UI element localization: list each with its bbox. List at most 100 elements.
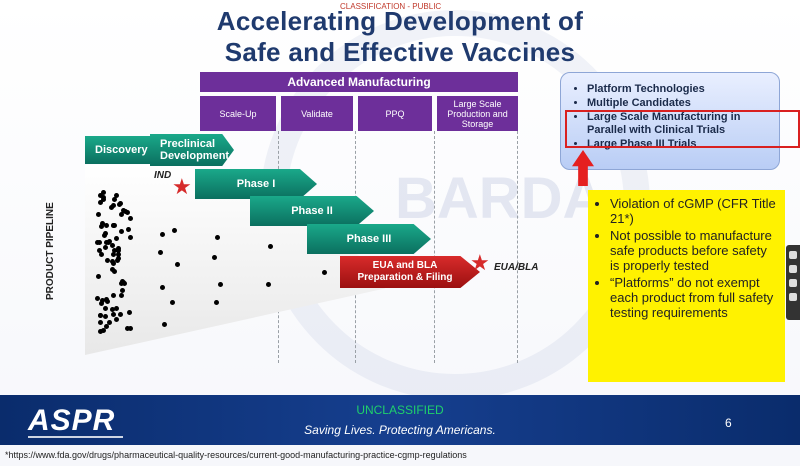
classification-label: CLASSIFICATION - PUBLIC [340, 2, 442, 11]
divider-line [434, 131, 435, 363]
toolbar-icon[interactable] [789, 279, 797, 287]
star-icon: ★ [172, 174, 192, 199]
candidate-dot [218, 282, 223, 287]
candidate-dot [110, 293, 116, 299]
candidate-dot [114, 258, 120, 264]
step-large-scale-production: Large Scale Production and Storage [437, 96, 518, 131]
candidate-dot [158, 250, 163, 255]
candidate-dot [111, 248, 117, 254]
candidate-dot [110, 202, 116, 208]
candidate-dot [102, 245, 108, 251]
candidate-dot [114, 236, 120, 242]
candidate-dot [97, 313, 103, 319]
candidate-dot [122, 209, 128, 215]
step-ppq: PPQ [358, 96, 432, 131]
candidate-dot [128, 216, 134, 222]
candidate-dot [116, 246, 122, 252]
divider-line [517, 131, 518, 363]
stage-preclinical: Preclinical Development [150, 134, 234, 166]
candidate-dot [110, 312, 116, 318]
candidate-dot [104, 323, 110, 329]
candidate-dot [119, 293, 124, 299]
candidate-dot [104, 297, 110, 303]
candidate-dot [104, 223, 110, 229]
candidate-dot [99, 221, 105, 227]
candidate-dot [119, 287, 125, 293]
toolbar-icon[interactable] [789, 251, 797, 259]
star-icon: ★ [470, 250, 490, 275]
candidate-dot [175, 262, 180, 267]
slide-title-line1: Accelerating Development of [216, 6, 584, 36]
candidate-dot [126, 227, 132, 233]
candidate-dot [127, 310, 133, 316]
candidate-dot [114, 193, 120, 199]
slide-title-line2: Safe and Effective Vaccines [224, 37, 576, 67]
footnote: *https://www.fda.gov/drugs/pharmaceutica… [5, 450, 467, 460]
candidate-dot [99, 301, 105, 307]
candidate-dot [99, 252, 105, 258]
footer-bar [0, 395, 800, 445]
step-validate: Validate [281, 96, 353, 131]
candidate-dot [214, 300, 219, 305]
stage-phase-3: Phase III [307, 224, 431, 254]
logo-stripe [28, 436, 123, 438]
concern-item: Not possible to manufacture safe product… [610, 228, 779, 273]
candidate-dot [101, 232, 107, 238]
toolbar-icon[interactable] [789, 265, 797, 273]
step-scale-up: Scale-Up [200, 96, 276, 131]
candidate-dot [97, 239, 103, 245]
candidate-dot [113, 306, 119, 312]
approach-item: Large Scale Manufacturing in Parallel wi… [587, 111, 779, 137]
candidate-dot [120, 279, 126, 285]
ind-label: IND [154, 170, 172, 181]
candidate-dot [109, 205, 115, 211]
candidate-dot [111, 223, 117, 229]
candidate-dot [212, 255, 217, 260]
candidate-dot [160, 285, 165, 290]
candidate-dot [110, 307, 116, 313]
candidate-dot [104, 299, 110, 305]
candidate-dot [100, 327, 106, 333]
concern-item: Violation of cGMP (CFR Title 21*) [610, 196, 779, 226]
candidate-dot [322, 270, 327, 275]
candidate-dot [118, 229, 124, 235]
candidate-dot [113, 316, 119, 322]
candidate-dot [125, 325, 131, 331]
candidate-dot [170, 300, 175, 305]
page-number: 6 [725, 416, 732, 430]
candidate-dot [110, 251, 116, 257]
candidate-dot [112, 268, 118, 274]
candidate-dot [127, 325, 133, 331]
candidate-dot [95, 211, 101, 217]
watermark-text: BARDA [395, 166, 605, 231]
approach-box: Platform Technologies Multiple Candidate… [560, 72, 780, 170]
candidate-dot [215, 235, 220, 240]
candidate-dot [110, 242, 116, 248]
candidate-dot [95, 295, 101, 301]
side-toolbar[interactable] [786, 245, 800, 320]
candidate-dot [115, 255, 121, 261]
candidate-dot [109, 267, 115, 273]
candidate-dot [112, 197, 118, 203]
stage-phase-1: Phase I [195, 169, 317, 199]
candidate-dot [116, 202, 122, 208]
candidate-dot [104, 240, 110, 246]
candidate-dot [160, 232, 165, 237]
gear-icon[interactable] [789, 293, 797, 301]
candidate-dot [99, 224, 105, 230]
candidate-dot [118, 212, 124, 218]
candidate-dot [268, 244, 273, 249]
product-pipeline-label: PRODUCT PIPELINE [45, 202, 56, 300]
candidate-dot [172, 228, 177, 233]
candidate-dot [104, 258, 110, 264]
stage-phase-2: Phase II [250, 196, 374, 226]
candidate-dot [97, 319, 103, 325]
candidate-dot [97, 192, 103, 198]
concern-item: “Platforms” do not exempt each product f… [610, 275, 779, 320]
candidate-dot [97, 199, 103, 205]
candidate-dot [103, 313, 109, 319]
candidate-dot [106, 320, 112, 326]
approach-item: Multiple Candidates [587, 97, 779, 110]
footer-classification: UNCLASSIFIED [356, 403, 444, 417]
